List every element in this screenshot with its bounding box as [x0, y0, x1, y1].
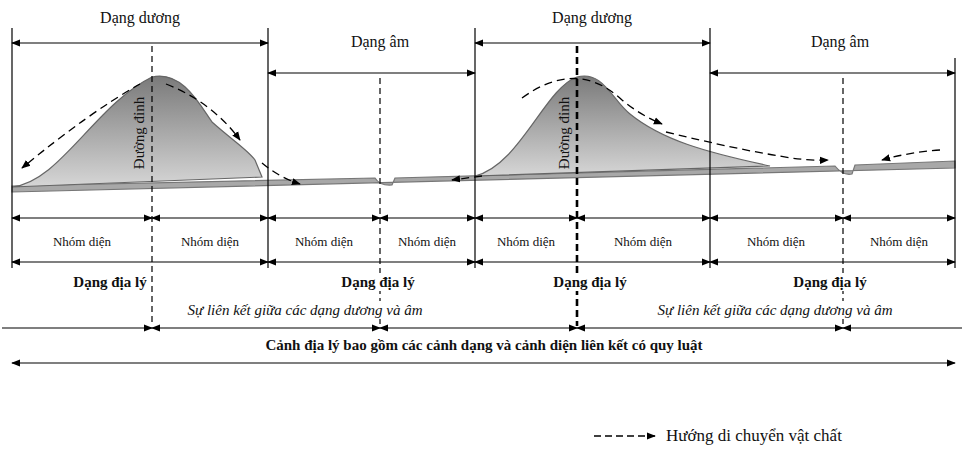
facet-group-label: Nhóm diện — [747, 234, 805, 250]
ridge-line-label: Đường đỉnh — [130, 97, 148, 169]
span-arrow — [710, 217, 843, 218]
ridge-line-label: Đường đỉnh — [555, 97, 573, 169]
facet-group-label: Nhóm diện — [53, 234, 111, 250]
legend-flow-sample — [592, 429, 658, 443]
span-arrow — [12, 261, 268, 262]
positive-form-label: Dạng dương — [552, 8, 632, 27]
material-flow-arrow — [882, 150, 940, 160]
legend-entry: Hướng di chuyển vật chất — [592, 426, 842, 446]
span-arrow — [268, 217, 380, 218]
linkage-label: Sự liên kết giữa các dạng dương và âm — [185, 301, 426, 319]
legend-flow-arrow — [594, 435, 655, 436]
positive-form-label: Dạng dương — [100, 8, 180, 27]
span-arrow — [710, 261, 955, 262]
span-arrow — [2, 327, 152, 328]
material-flow-arrow — [262, 163, 300, 184]
facet-group-label: Nhóm diện — [295, 234, 353, 250]
span-arrow — [475, 261, 710, 262]
span-arrow — [12, 217, 152, 218]
material-flow-arrow — [666, 132, 828, 160]
landform-label: Dạng địa lý — [70, 273, 149, 291]
span-arrow — [152, 327, 380, 328]
span-arrow — [268, 261, 475, 262]
span-arrow — [843, 327, 962, 328]
material-flow-arrow — [452, 176, 482, 180]
boundary-line — [11, 28, 12, 268]
span-arrow — [475, 217, 577, 218]
divide-line — [151, 46, 152, 326]
span-arrow — [710, 72, 955, 73]
material-flow-arrow — [166, 84, 240, 140]
span-arrow — [152, 217, 268, 218]
facet-group-label: Nhóm diện — [497, 234, 555, 250]
span-arrow — [12, 362, 955, 363]
positive-landform-hill — [475, 76, 770, 176]
facet-group-label: Nhóm diện — [614, 234, 672, 250]
span-arrow — [380, 217, 475, 218]
material-flow-arrow — [22, 84, 140, 168]
landform-label: Dạng địa lý — [338, 273, 417, 291]
negative-form-label: Dạng âm — [811, 32, 869, 51]
facet-group-label: Nhóm diện — [398, 234, 456, 250]
material-flow-arrow — [522, 78, 662, 124]
span-arrow — [843, 217, 955, 218]
positive-landform-hill — [12, 76, 262, 187]
span-arrow — [12, 42, 268, 43]
landscape-label: Cảnh địa lý bao gồm các cảnh dạng và cản… — [262, 336, 705, 354]
linkage-label: Sự liên kết giữa các dạng dương và âm — [655, 301, 896, 319]
landform-label: Dạng địa lý — [790, 273, 869, 291]
span-arrow — [577, 217, 710, 218]
landform-label: Dạng địa lý — [550, 273, 629, 291]
boundary-line — [474, 28, 475, 268]
facet-group-label: Nhóm diện — [181, 234, 239, 250]
facet-group-label: Nhóm diện — [870, 234, 928, 250]
negative-form-label: Dạng âm — [351, 32, 409, 51]
legend-text: Hướng di chuyển vật chất — [666, 426, 842, 446]
span-arrow — [577, 327, 843, 328]
boundary-line — [267, 28, 268, 268]
span-arrow — [268, 72, 475, 73]
span-arrow — [475, 42, 710, 43]
boundary-line — [954, 58, 955, 268]
boundary-line — [709, 28, 710, 268]
span-arrow — [380, 327, 577, 328]
